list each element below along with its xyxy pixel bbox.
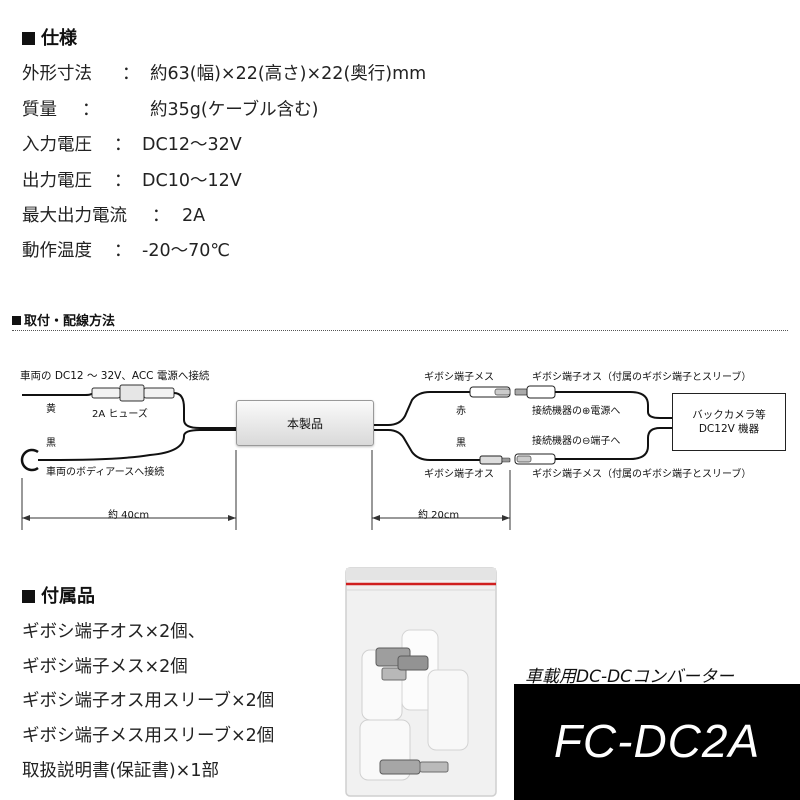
black-in-label: 黒 <box>46 438 56 449</box>
dim-40-label: 約 40cm <box>108 510 150 521</box>
model-panel: FC-DC2A <box>514 684 800 800</box>
spec-sep: ： <box>82 100 100 120</box>
black-out-label: 黒 <box>456 438 466 449</box>
red-label: 赤 <box>456 406 466 417</box>
yellow-label: 黄 <box>46 404 56 415</box>
spec-row: 動作温度 ： -20〜70℃ <box>22 237 230 262</box>
camera-box: バックカメラ等 DC12V 機器 <box>672 393 786 451</box>
ring-terminal-icon <box>20 448 39 472</box>
model-number: FC-DC2A <box>553 715 761 767</box>
accessory-item: ギボシ端子オス×2個、 <box>22 622 206 642</box>
accessory-item: ギボシ端子オス用スリーブ×2個 <box>22 691 275 711</box>
install-title: 取付・配線方法 <box>24 314 116 329</box>
spec-value: DC10〜12V <box>142 171 242 191</box>
spec-label: 最大出力電流 <box>22 206 127 226</box>
product-box: 本製品 <box>236 400 374 446</box>
black-out-wire <box>372 429 480 461</box>
accessory-item: ギボシ端子メス用スリーブ×2個 <box>22 726 275 746</box>
acc-connect-label: 車両の DC12 ～ 32V、ACC 電源へ接続 <box>20 370 210 382</box>
spec-row: 最大出力電流 ： 2A <box>22 202 205 227</box>
male-terminal-icon <box>479 455 503 465</box>
fuse-icon <box>119 384 145 402</box>
fuse-label: 2A ヒューズ <box>92 409 148 420</box>
spec-sep: ： <box>114 171 132 191</box>
spec-label: 外形寸法 <box>22 64 92 84</box>
square-bullet-icon <box>12 316 21 325</box>
install-heading: 取付・配線方法 <box>12 310 115 329</box>
accessory-item: ギボシ端子メス×2個 <box>22 657 188 677</box>
camera-line1: バックカメラ等 <box>692 409 766 421</box>
included-male-terminal-icon <box>526 385 556 399</box>
wiring-diagram <box>20 384 672 530</box>
to-minus-label: 接続機器の⊖端子へ <box>532 436 621 447</box>
section-divider <box>12 330 788 331</box>
spec-title: 仕様 <box>41 28 77 49</box>
spec-row: 質量 ： 約35g(ケーブル含む) <box>22 96 318 121</box>
male-included-label: ギボシ端子オス（付属のギボシ端子とスリーブ） <box>532 372 752 383</box>
spec-heading: 仕様 <box>22 24 77 50</box>
black-wire <box>47 429 236 461</box>
female-top-label: ギボシ端子メス <box>424 372 494 383</box>
male-bottom-label: ギボシ端子オス <box>424 469 494 480</box>
spec-label: 入力電圧 <box>22 135 92 155</box>
square-bullet-icon <box>22 32 35 45</box>
spec-value: DC12〜32V <box>142 135 242 155</box>
spec-row: 外形寸法 ： 約63(幅)×22(高さ)×22(奥行)mm <box>22 60 426 85</box>
dim-20-label: 約 20cm <box>418 510 460 521</box>
spec-sep: ： <box>152 206 170 226</box>
spec-value: 約63(幅)×22(高さ)×22(奥行)mm <box>150 64 427 84</box>
camera-line2: DC12V 機器 <box>698 423 760 435</box>
accessory-item: 取扱説明書(保証書)×1部 <box>22 761 219 781</box>
spec-sep: ： <box>122 64 140 84</box>
to-plus-label: 接続機器の⊕電源へ <box>532 406 621 417</box>
spec-row: 入力電圧 ： DC12〜32V <box>22 131 242 156</box>
spec-sep: ： <box>114 135 132 155</box>
accessory-bag-image <box>345 567 497 797</box>
spec-value: 約35g(ケーブル含む) <box>150 100 319 120</box>
spec-label: 動作温度 <box>22 241 92 261</box>
fuse-holder-icon <box>91 387 121 399</box>
red-wire <box>372 391 470 426</box>
spec-sep: ： <box>114 241 132 261</box>
spec-value: 2A <box>182 206 206 226</box>
spec-row: 出力電圧 ： DC10〜12V <box>22 167 242 192</box>
accessories-heading: 付属品 <box>22 582 95 608</box>
product-tagline: 車載用DC-DCコンバーター <box>525 667 735 687</box>
spec-label: 出力電圧 <box>22 171 92 191</box>
accessories-title: 付属品 <box>41 586 95 607</box>
female-included-label: ギボシ端子メス（付属のギボシ端子とスリーブ） <box>532 469 752 480</box>
yellow-wire <box>22 392 93 396</box>
spec-value: -20〜70℃ <box>142 241 231 261</box>
square-bullet-icon <box>22 590 35 603</box>
spec-label: 質量 <box>22 100 57 120</box>
body-earth-label: 車両のボディアースへ接続 <box>46 467 165 478</box>
